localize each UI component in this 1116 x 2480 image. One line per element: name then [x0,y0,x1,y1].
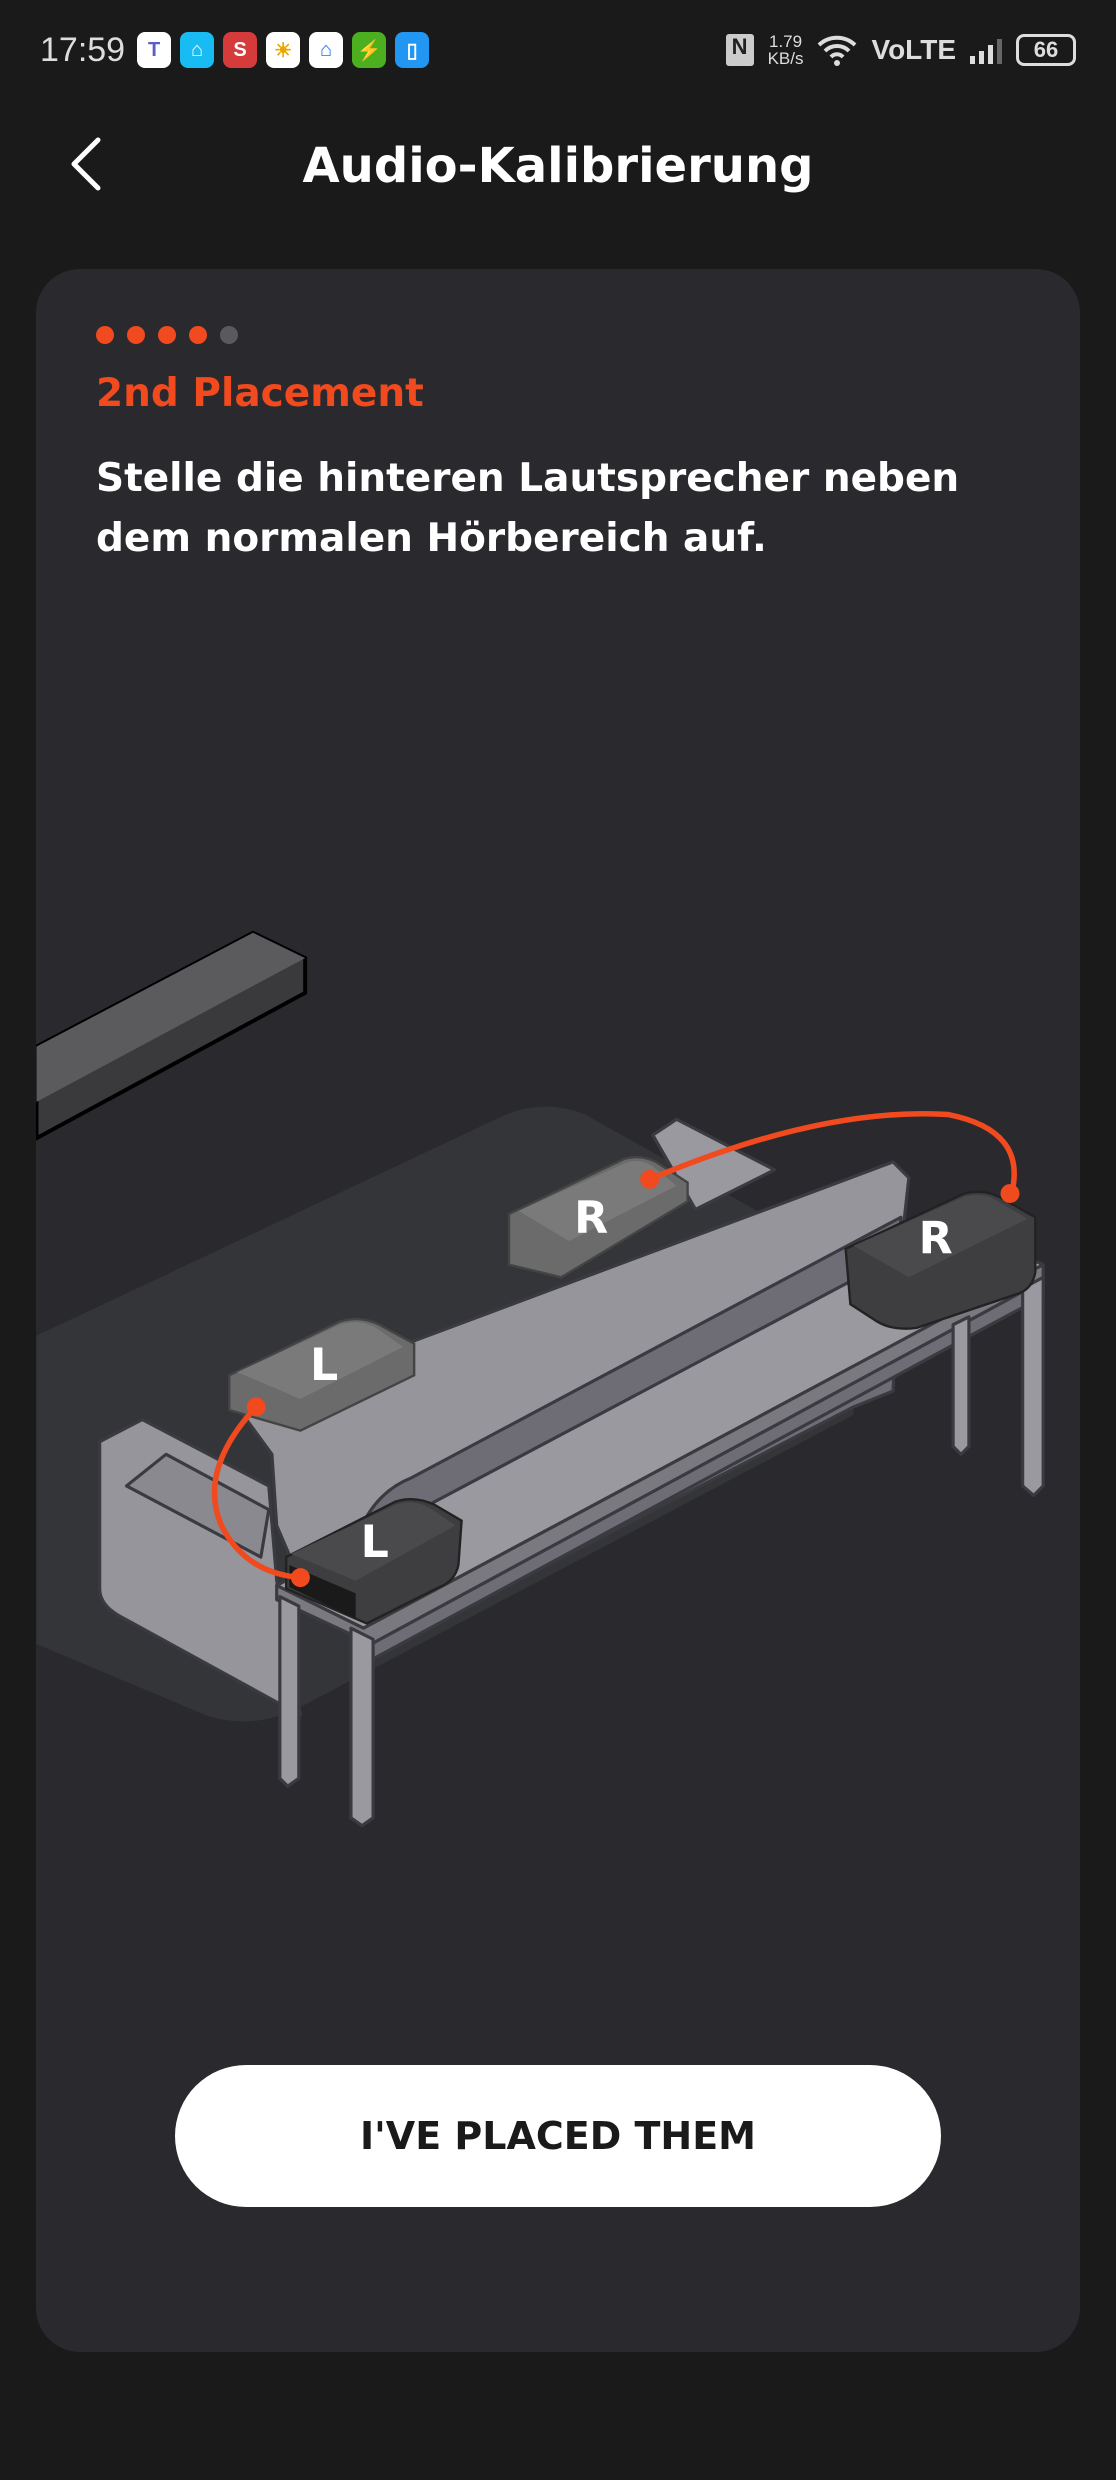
progress-dot [96,326,114,344]
signal-icon [970,36,1002,64]
teams-icon: T [137,32,172,68]
step-label: 2nd Placement [96,371,424,416]
speed-unit: KB/s [767,49,804,68]
progress-dot [189,326,207,344]
status-time: 17:59 [40,30,126,69]
page-title: Audio-Kalibrierung [302,138,814,194]
placed-them-button[interactable]: I'VE PLACED THEM [175,2065,941,2207]
chevron-left-icon [71,137,101,191]
calibration-card: 2nd Placement Stelle die hinteren Lautsp… [36,269,1080,2352]
notification-icons: T⌂S☀⌂⚡▯ [137,32,438,68]
router-app-icon: ⌂ [309,32,344,68]
volte-label: VoLTE [871,34,956,65]
app-header: Audio-Kalibrierung [0,120,1116,210]
battery-app-icon: ▯ [395,32,430,68]
security-icon: ⚡ [352,32,387,68]
speaker-label-r-front: R [919,1214,953,1265]
speaker-label-r-back: R [574,1193,608,1244]
speed-value: 1.79 [768,32,803,51]
battery-level: 66 [1033,37,1059,62]
cable-connectors [246,1169,1020,1588]
speaker-cables [211,1111,1017,1581]
progress-dots [96,326,238,344]
progress-dot [220,326,238,344]
rear-speaker-left-front [284,1498,463,1625]
step-description: Stelle die hinteren Lautsprecher neben d… [96,456,960,561]
side-table [275,1223,1045,1828]
speaker-label-l-front: L [361,1517,389,1568]
battery-icon: 66 [1016,34,1076,66]
speaker-label-l-back: L [310,1340,338,1391]
progress-dot [158,326,176,344]
progress-dot [127,326,145,344]
soundbar [36,930,308,1141]
wifi-icon [818,35,857,66]
nfc-icon: N [725,34,754,66]
speaker-placement-illustration: L R L R [36,930,1045,1828]
s-app-icon: S [223,32,258,68]
weather-icon: ☀ [266,32,301,68]
rear-speaker-right-back [507,1155,689,1279]
rear-speaker-left-back [228,1317,416,1432]
back-button[interactable] [60,134,120,194]
rear-speaker-right-front [844,1190,1037,1330]
home-assistant-icon: ⌂ [180,32,215,68]
